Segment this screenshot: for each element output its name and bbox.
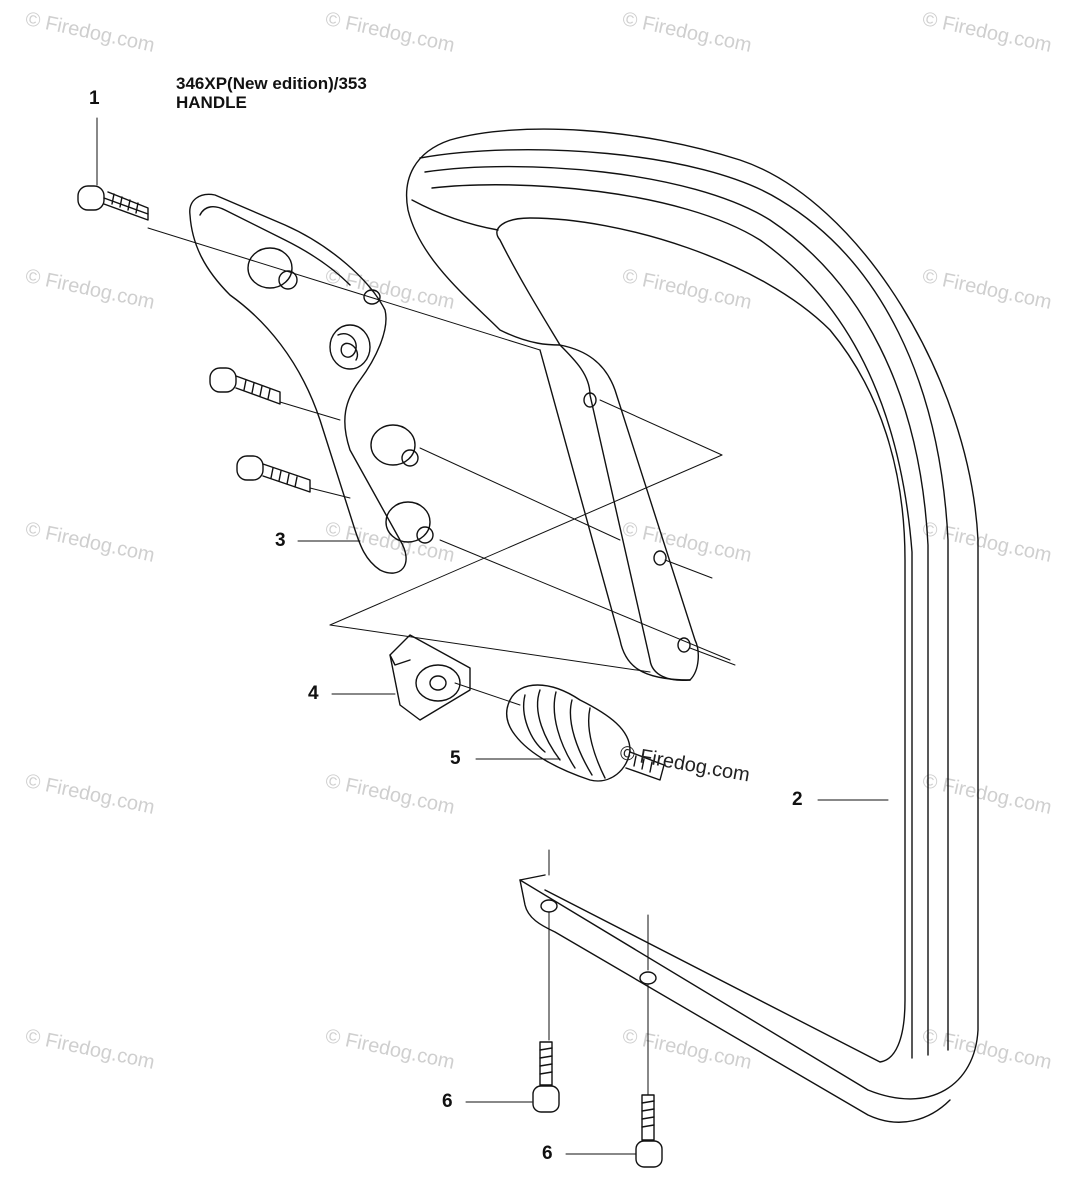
handle-bracket <box>190 194 433 573</box>
callout-4: 4 <box>308 683 319 704</box>
screw-lower <box>237 456 310 492</box>
callout-1: 1 <box>89 88 100 109</box>
rubber-buffer <box>507 685 664 781</box>
model-label: 346XP(New edition)/353 <box>176 74 367 93</box>
front-handle-bar <box>407 129 978 1122</box>
callout-6: 6 <box>442 1091 453 1112</box>
screw-bottom-right <box>636 1095 662 1167</box>
diagram-title: 346XP(New edition)/353 HANDLE <box>176 74 367 112</box>
callout-6-second: 6 <box>542 1143 553 1164</box>
section-label: HANDLE <box>176 93 247 112</box>
screw-top <box>78 186 148 220</box>
mount-plate <box>390 635 470 720</box>
callout-2: 2 <box>792 789 803 810</box>
screw-bottom-left <box>533 1042 559 1112</box>
assembly-lines <box>97 118 888 1154</box>
screw-middle <box>210 368 280 404</box>
callout-5: 5 <box>450 748 461 769</box>
callout-3: 3 <box>275 530 286 551</box>
